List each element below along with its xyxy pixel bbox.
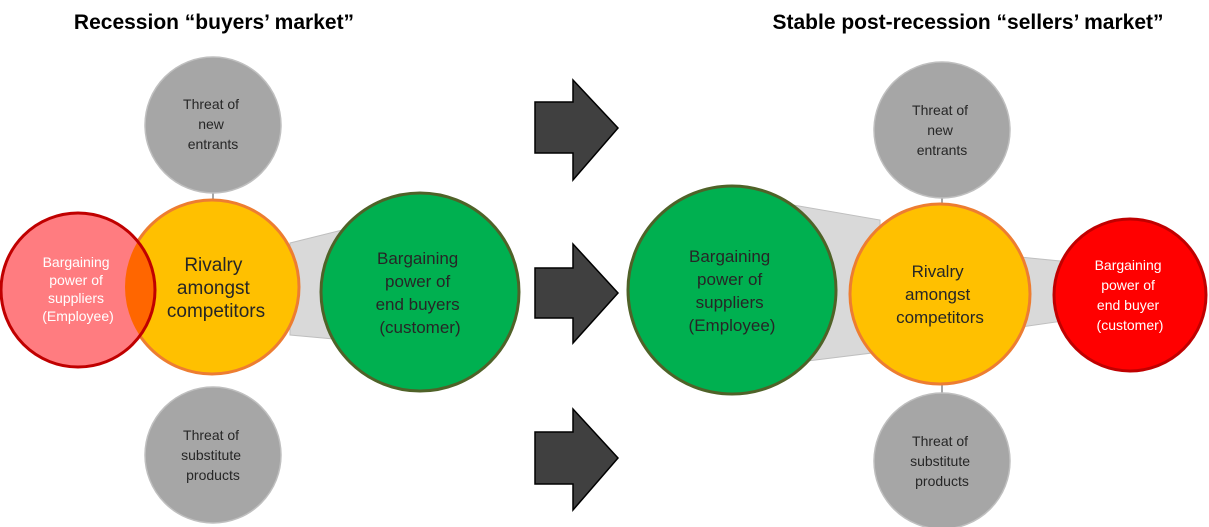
threat-new-entrants-label-left: Threat of new entrants (183, 96, 243, 152)
threat-substitutes-label-right: Threat of substitute products (910, 433, 974, 489)
end-buyers-circle-left (319, 191, 521, 393)
rivalry-label-right: Rivalry amongst competitors (896, 262, 984, 327)
rivalry-circle-right (848, 202, 1032, 386)
threat-new-entrants-circle-right (873, 61, 1011, 199)
suppliers-circle-border-left (0, 211, 157, 369)
threat-substitutes-circle-left (144, 386, 282, 524)
threat-substitutes-circle-right (873, 392, 1011, 527)
rivalry-label-left: Rivalry amongst competitors (167, 255, 265, 322)
right-panel-title: Stable post-recession “sellers’ market” (772, 11, 1163, 34)
suppliers-circle-left (1, 213, 155, 367)
transition-arrow-middle (534, 242, 620, 345)
left-panel-title: Recession “buyers’ market” (74, 11, 354, 34)
threat-new-entrants-circle-left (144, 56, 282, 194)
end-buyers-label-left: Bargaining power of end buyers (customer… (376, 249, 465, 337)
suppliers-circle-right (626, 184, 838, 396)
end-buyer-label-right: Bargaining power of end buyer (customer) (1095, 257, 1166, 333)
end-buyer-circle-right (1052, 217, 1208, 373)
suppliers-label-left: Bargaining power of suppliers (Employee) (42, 254, 114, 324)
transition-arrow-top (534, 78, 620, 183)
transition-arrow-bottom (534, 407, 620, 513)
threat-new-entrants-label-right: Threat of new entrants (912, 102, 972, 158)
suppliers-label-right: Bargaining power of suppliers (Employee) (689, 247, 776, 335)
threat-substitutes-label-left: Threat of substitute products (181, 427, 245, 483)
